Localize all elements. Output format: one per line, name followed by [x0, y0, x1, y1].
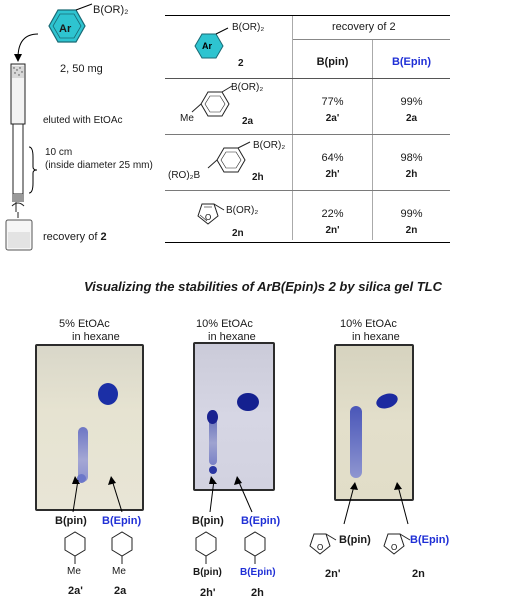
- epin-label: B(Epin): [241, 515, 281, 527]
- sub-left: B(pin): [193, 567, 222, 578]
- svg-text:O: O: [205, 213, 211, 222]
- medium-label: in hexane: [72, 331, 120, 343]
- epin-label: B(Epin): [102, 515, 142, 527]
- epin-percent: 99%: [400, 96, 423, 108]
- pin-percent: 22%: [321, 208, 344, 220]
- furan-icon: O: [309, 533, 337, 555]
- epin-label: B(Epin): [410, 534, 450, 546]
- solvent-label: 5% EtOAc: [59, 318, 110, 330]
- svg-text:O: O: [317, 543, 323, 552]
- pin-spot: [77, 474, 86, 483]
- length-text: 10 cm: [45, 147, 73, 158]
- compound-amount: 2, 50 mg: [60, 63, 103, 75]
- pin-label: B(pin): [55, 515, 87, 527]
- pin-spot: [209, 466, 217, 474]
- tlc-plate: [35, 344, 144, 511]
- header-compound: 2: [238, 58, 244, 69]
- row-sub: (RO)₂B: [168, 170, 201, 181]
- length-brace-icon: [28, 146, 38, 194]
- id-left: 2a': [68, 585, 83, 597]
- pin-id: 2n': [325, 225, 340, 236]
- medium-label: in hexane: [208, 331, 256, 343]
- sub-right: Me: [112, 566, 126, 577]
- furan-structure-icon: O: [197, 203, 225, 225]
- pin-streak: [350, 406, 362, 478]
- tolyl-icons: [64, 531, 133, 564]
- column-icon: [5, 63, 33, 251]
- row-bor2: B(OR)₂: [231, 82, 264, 93]
- tlc-plate: [193, 342, 275, 491]
- eluted-text: eluted with EtOAc: [43, 115, 123, 126]
- col-pin-header: B(pin): [316, 56, 349, 68]
- pin-label: B(pin): [192, 515, 224, 527]
- pin-percent: 64%: [321, 152, 344, 164]
- header-ar-text: Ar: [202, 41, 212, 51]
- solvent-label: 10% EtOAc: [340, 318, 397, 330]
- header-recovery: recovery of 2: [332, 21, 396, 33]
- id-left: 2n': [325, 568, 341, 580]
- pin-label: B(pin): [339, 534, 371, 546]
- pin-spot-top: [207, 410, 218, 424]
- tlc-plate: [334, 344, 414, 501]
- epin-spot: [237, 393, 259, 411]
- furan-icon: O: [383, 533, 411, 555]
- epin-id: 2h: [405, 169, 418, 180]
- sub-left: Me: [67, 566, 81, 577]
- id-right: 2n: [412, 568, 425, 580]
- aryl-ring-icon: [48, 3, 93, 43]
- bor2-label: B(OR)₂: [93, 4, 129, 16]
- epin-percent: 99%: [400, 208, 423, 220]
- plate-arrows: [72, 476, 123, 513]
- row-bor2: B(OR)₂: [226, 205, 259, 216]
- arrow-down-icon: [14, 33, 39, 62]
- figure-caption: Visualizing the stabilities of ArB(Epin)…: [83, 279, 443, 294]
- col-epin-header: B(Epin): [391, 56, 432, 68]
- pin-id: 2h': [325, 169, 340, 180]
- id-right: 2a: [114, 585, 127, 597]
- header-aryl-icon: Ar: [194, 27, 229, 59]
- pin-id: 2a': [325, 113, 340, 124]
- phenylene-icons: [195, 531, 266, 564]
- row-label: 2a: [242, 116, 254, 127]
- id-right: 2h: [251, 587, 264, 599]
- plate-arrows: [343, 482, 409, 525]
- row-label: 2h: [252, 172, 264, 183]
- epin-spot: [374, 390, 400, 412]
- solvent-label: 10% EtOAc: [196, 318, 253, 330]
- row-label: 2n: [232, 228, 244, 239]
- pin-percent: 77%: [321, 96, 344, 108]
- diameter-text: (inside diameter 25 mm): [45, 160, 153, 171]
- svg-text:O: O: [391, 543, 397, 552]
- row-sub: Me: [180, 113, 194, 124]
- epin-percent: 98%: [400, 152, 423, 164]
- medium-label: in hexane: [352, 331, 400, 343]
- plate-arrows: [209, 476, 253, 513]
- pin-streak: [78, 427, 88, 482]
- epin-id: 2n: [405, 225, 418, 236]
- ar-label: Ar: [59, 23, 72, 35]
- epin-spot: [98, 383, 118, 405]
- sub-right: B(Epin): [240, 567, 276, 578]
- header-bor2: B(OR)₂: [232, 22, 265, 33]
- row-bor2: B(OR)₂: [253, 140, 286, 151]
- pin-streak: [209, 410, 217, 465]
- tolyl-structure-icon: [191, 85, 233, 117]
- recovery-text: recovery of 2: [43, 231, 107, 243]
- epin-id: 2a: [405, 113, 418, 124]
- id-left: 2h': [200, 587, 216, 599]
- phenylene-structure-icon: [207, 141, 251, 173]
